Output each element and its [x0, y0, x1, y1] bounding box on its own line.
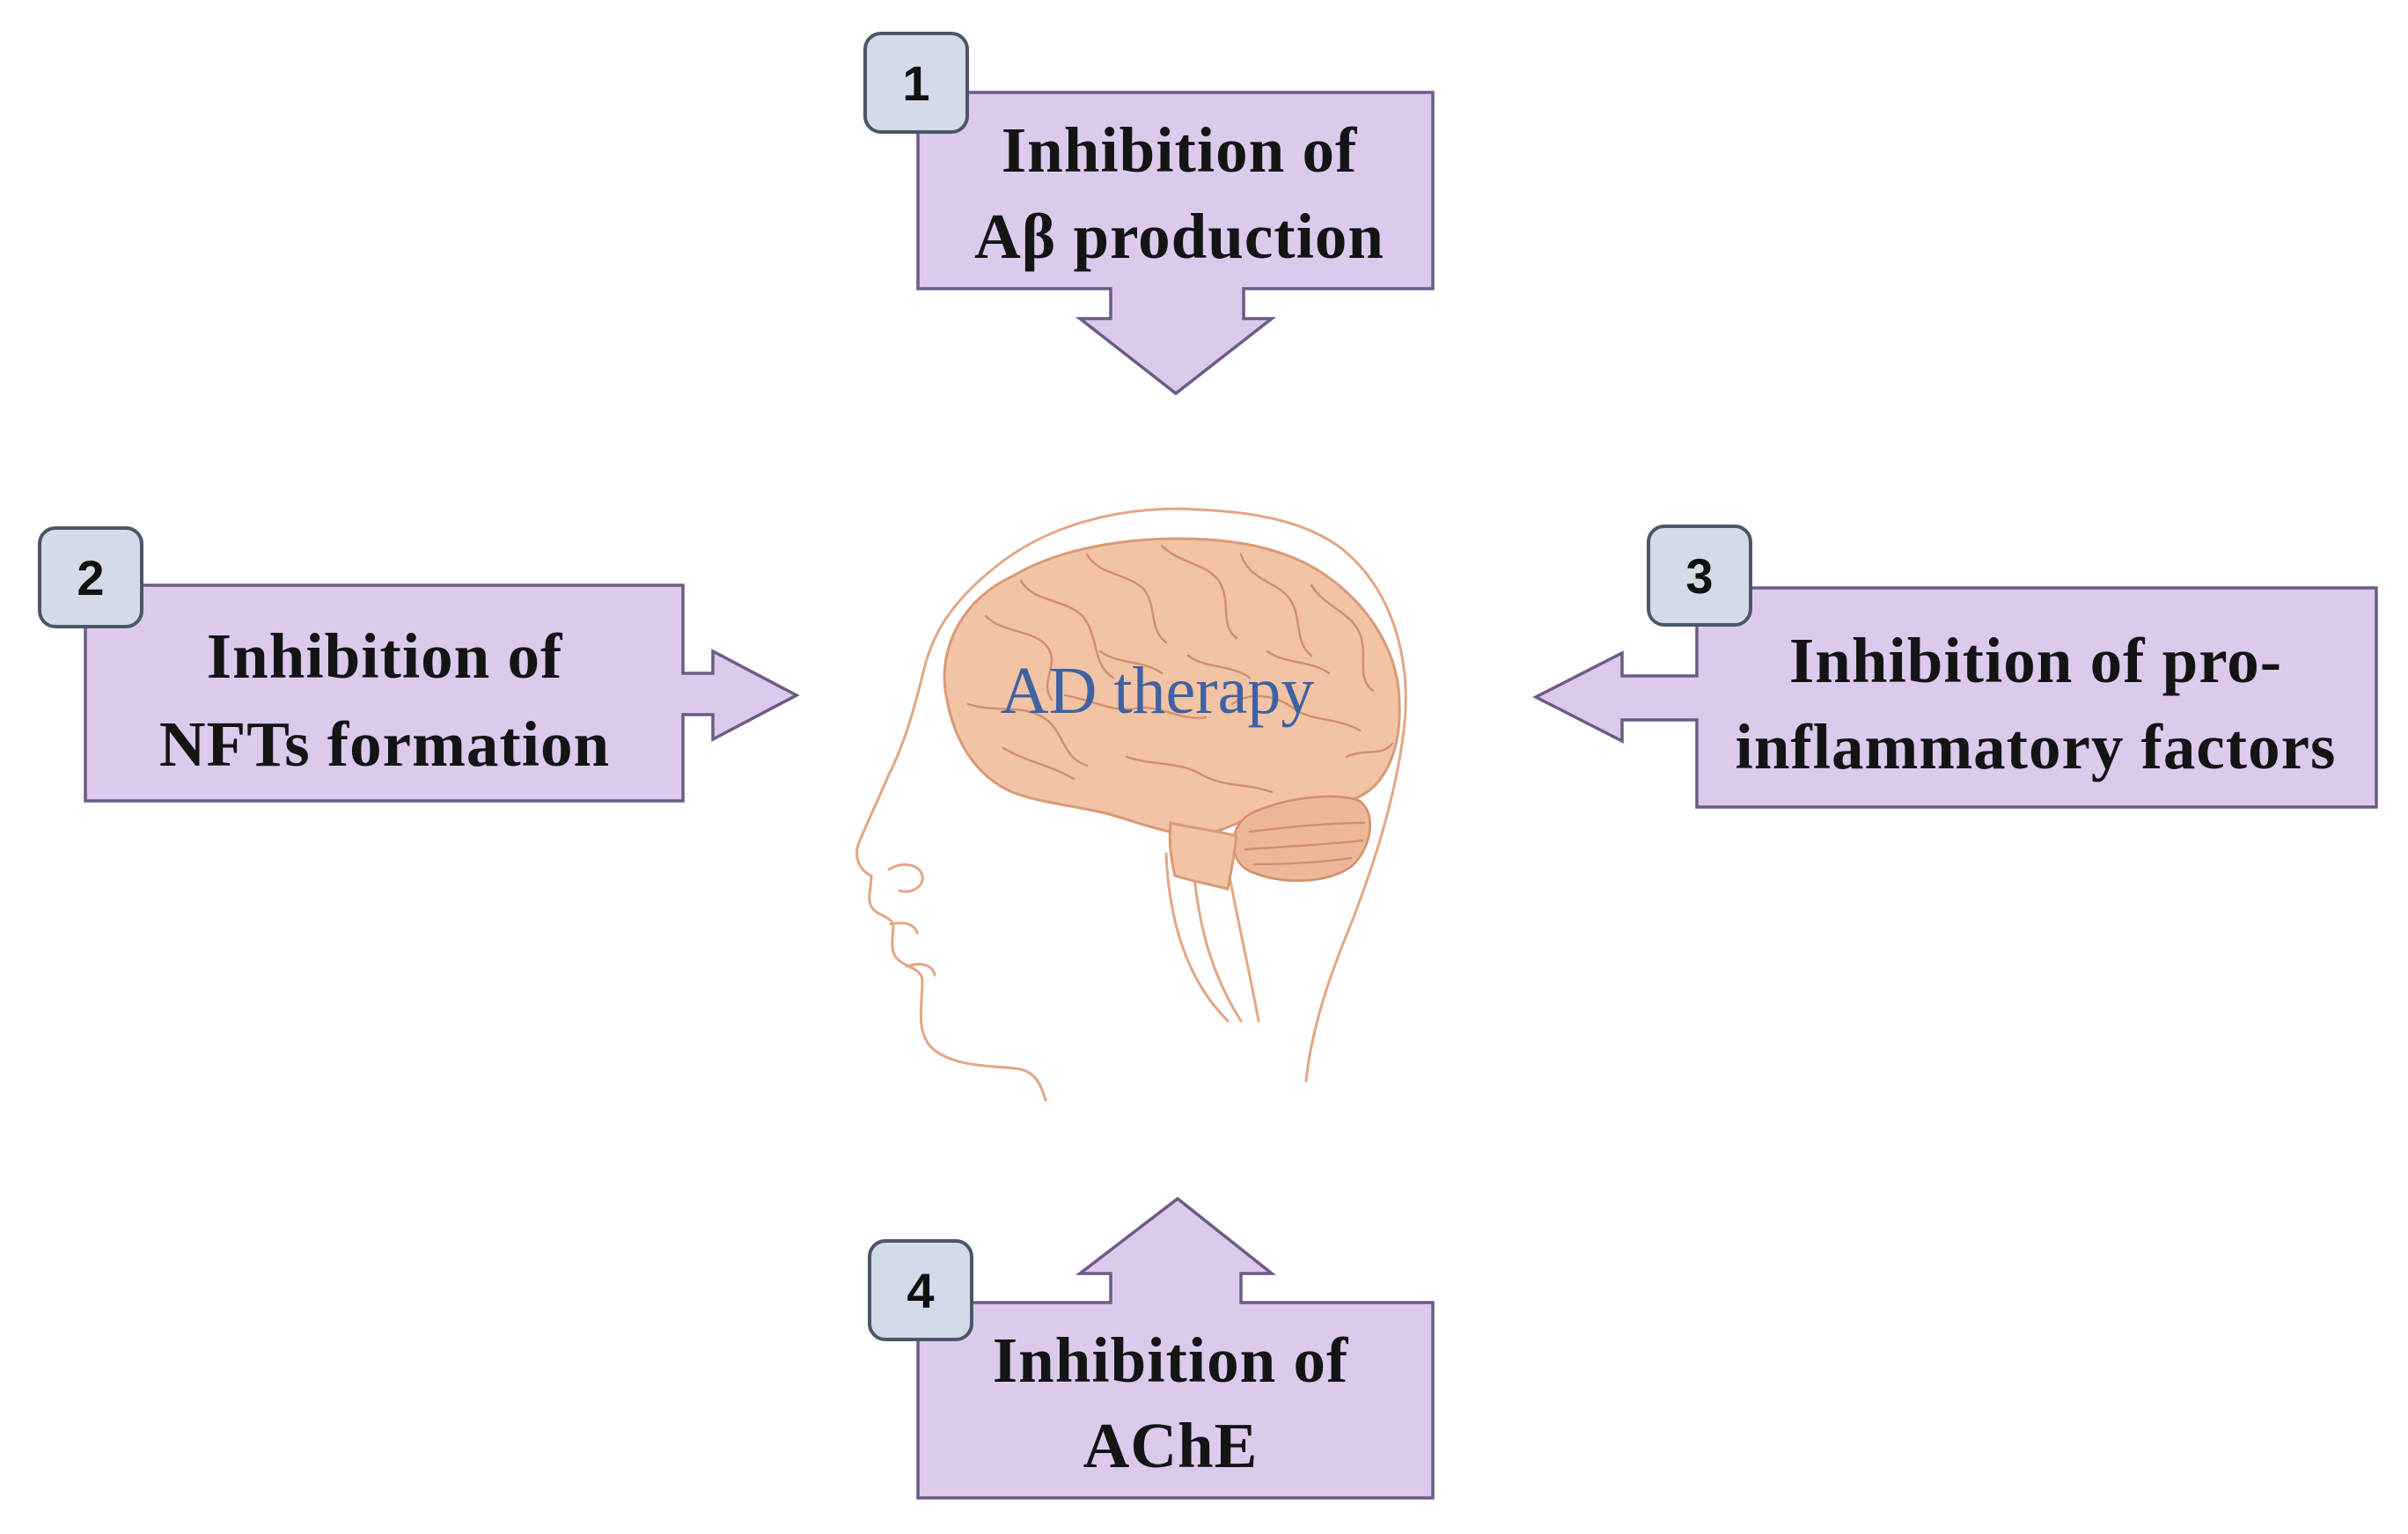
- callout-1-number-badge: [863, 32, 969, 134]
- callout-4-line2: AChE: [1083, 1410, 1259, 1481]
- head-outline-icon: [855, 507, 1407, 1102]
- callout-2-arrow-box: [84, 584, 800, 803]
- callout-2-number-badge: [38, 526, 143, 628]
- callout-1-line1: Inhibition of: [1002, 114, 1358, 186]
- brainstem-line-icon: [1164, 852, 1230, 1023]
- callout-1-arrow-box: [916, 91, 1435, 396]
- callout-2-line2: NFTs formation: [159, 708, 610, 780]
- brainstem-icon: [1168, 821, 1238, 891]
- head-brain-icon: [855, 507, 1407, 1102]
- nose-detail-icon: [887, 862, 924, 893]
- chin-detail-icon: [905, 963, 936, 977]
- callout-2-line1: Inhibition of: [207, 620, 563, 692]
- callout-4-number-badge: [868, 1239, 973, 1341]
- cerebellum-fold-icon: [1244, 821, 1366, 866]
- callout-2-number: 2: [77, 550, 104, 606]
- callout-4-line1: Inhibition of: [993, 1325, 1349, 1396]
- callout-4-arrow-box: [916, 1196, 1435, 1500]
- callout-3-number: 3: [1685, 548, 1713, 604]
- center-label: AD therapy: [1001, 654, 1315, 728]
- cerebrum-icon: [943, 537, 1401, 836]
- brain-fold-icon: [966, 544, 1394, 794]
- callout-2: Inhibition of NFTs formation 2: [38, 526, 800, 803]
- callout-3-arrow-box: [1532, 586, 2378, 809]
- callout-3-line1: Inhibition of pro-: [1789, 625, 2282, 696]
- callout-1-number: 1: [902, 55, 929, 111]
- callout-1-line2: Aβ production: [974, 201, 1384, 272]
- callout-3: Inhibition of pro- inflammatory factors …: [1532, 525, 2378, 809]
- callout-1: Inhibition of Aβ production 1: [863, 32, 1435, 396]
- callout-4-number: 4: [907, 1263, 934, 1318]
- callout-3-number-badge: [1647, 525, 1752, 627]
- callout-3-line2: inflammatory factors: [1736, 711, 2337, 782]
- spinal-line-icon: [1226, 865, 1260, 1023]
- lips-detail-icon: [889, 921, 919, 935]
- callout-4: Inhibition of AChE 4: [868, 1196, 1435, 1500]
